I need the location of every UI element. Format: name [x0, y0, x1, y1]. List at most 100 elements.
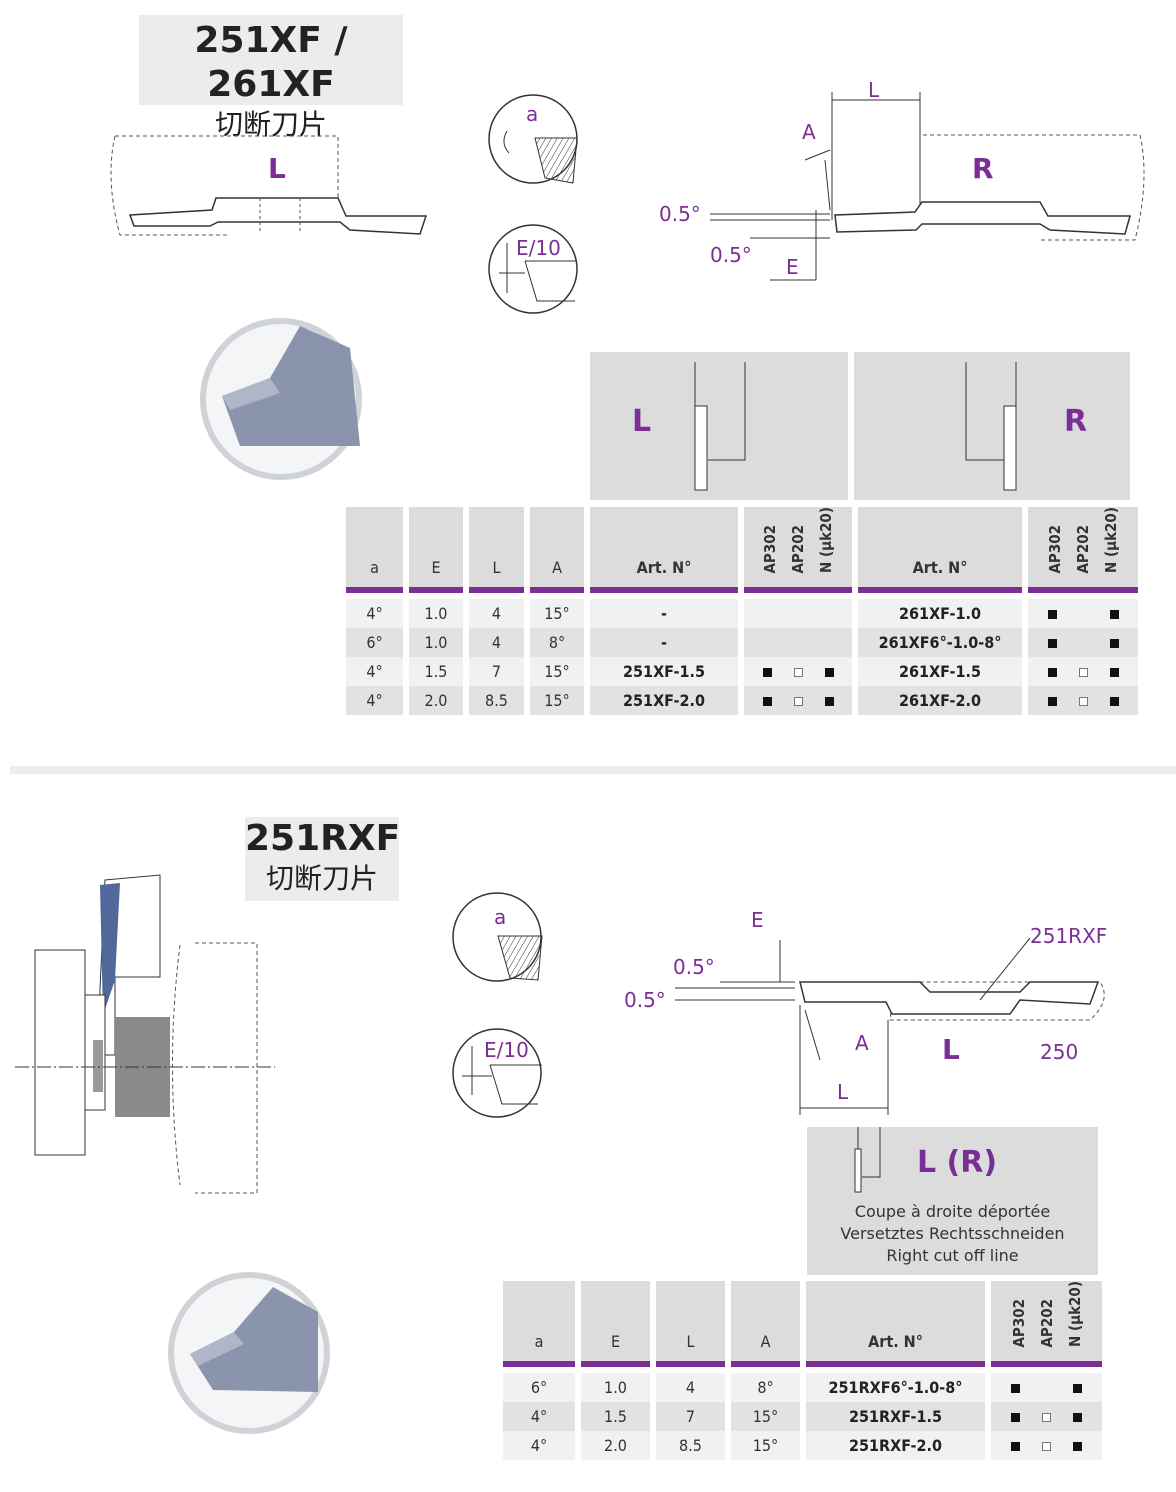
col-art: Art. N° — [806, 1281, 985, 1368]
cell-L: 4 — [656, 1373, 725, 1403]
cell-art-right: 261XF-1.0 — [858, 599, 1022, 629]
L-hand-label-2: L — [942, 1033, 960, 1066]
cell-L: 7 — [656, 1402, 725, 1432]
cell-a: 4° — [503, 1431, 575, 1461]
filled-square-icon — [1047, 639, 1057, 649]
col-E: E — [409, 507, 463, 594]
section1-title: 251XF / 261XF — [194, 20, 348, 105]
col-grades-l: AP302 AP202 N (µk20) — [744, 507, 852, 594]
col-a: a — [346, 507, 403, 594]
a-label-2: a — [494, 905, 507, 929]
E-dimension-label: E — [786, 255, 799, 279]
open-square-icon — [1042, 1442, 1051, 1452]
filled-square-icon — [1073, 1442, 1082, 1452]
filled-square-icon — [824, 697, 834, 707]
L-dimension-label-2: L — [837, 1080, 849, 1104]
cell-art-left: 251XF-1.5 — [590, 657, 738, 687]
open-square-icon — [1078, 697, 1088, 707]
cell-E: 1.0 — [409, 628, 463, 658]
right-hand-header: R — [854, 352, 1130, 500]
grade-n: N (µk20) — [817, 507, 835, 574]
filled-square-icon — [762, 668, 772, 678]
filled-square-icon — [1011, 1413, 1020, 1423]
section1-title-box: 251XF / 261XF 切断刀片 — [139, 15, 403, 141]
cell-E: 1.0 — [581, 1373, 650, 1403]
e10-label-2: E/10 — [484, 1038, 529, 1062]
grade-marks — [1028, 686, 1138, 716]
desc-en: Right cut off line — [886, 1246, 1019, 1265]
filled-square-icon — [1011, 1384, 1020, 1394]
part-label: 251RXF — [1030, 924, 1108, 948]
filled-square-icon — [1109, 697, 1119, 707]
open-square-icon — [1042, 1413, 1051, 1423]
col-art-l: Art. N° — [590, 507, 738, 594]
rxf-insert-drawing — [675, 937, 1105, 1115]
filled-square-icon — [1047, 610, 1057, 620]
grade-marks — [744, 657, 852, 687]
cell-E: 2.0 — [581, 1431, 650, 1461]
open-square-icon — [793, 668, 803, 678]
left-hand-header: L — [590, 352, 848, 500]
left-hand-insert-drawing — [110, 135, 428, 236]
cell-art-right: 261XF-2.0 — [858, 686, 1022, 716]
grade-marks — [744, 599, 852, 629]
right-tool-icon — [965, 362, 1017, 491]
length-label: 250 — [1040, 1040, 1079, 1064]
section2-title: 251RXF — [245, 818, 401, 859]
left-hand-label: L — [268, 152, 286, 185]
col-A: A — [731, 1281, 800, 1368]
cell-a: 6° — [346, 628, 403, 658]
section2-subtitle: 切断刀片 — [265, 862, 378, 895]
grade-n: N (µk20) — [1102, 507, 1120, 574]
filled-square-icon — [1073, 1413, 1082, 1423]
filled-square-icon — [1109, 668, 1119, 678]
angle-label-2: 0.5° — [710, 243, 752, 267]
lr-tool-icon — [854, 1127, 881, 1193]
col-L: L — [656, 1281, 725, 1368]
cell-E: 1.0 — [409, 599, 463, 629]
cell-art-right: 261XF-1.5 — [858, 657, 1022, 687]
cell-A: 15° — [530, 686, 584, 716]
lr-header: L (R) Coupe à droite déportée Versetztes… — [807, 1127, 1098, 1275]
lr-header-label: L (R) — [917, 1145, 998, 1180]
E-dimension-label-2: E — [751, 908, 764, 932]
angle-label-3: 0.5° — [673, 955, 715, 979]
cell-E: 1.5 — [409, 657, 463, 687]
cell-art-left: - — [590, 628, 738, 658]
lr-description: Coupe à droite déportée Versetztes Recht… — [807, 1201, 1098, 1267]
header-L-label: L — [632, 404, 652, 439]
grade-ap302: AP302 — [761, 524, 779, 574]
desc-fr: Coupe à droite déportée — [854, 1202, 1051, 1221]
grade-marks — [1028, 599, 1138, 629]
filled-square-icon — [1047, 668, 1057, 678]
cell-L: 4 — [469, 628, 524, 658]
A-angle-label: A — [802, 120, 816, 144]
right-hand-insert-drawing — [710, 92, 1145, 281]
cell-L: 8.5 — [656, 1431, 725, 1461]
angle-detail-circles-2 — [452, 892, 543, 1118]
left-tool-icon — [694, 362, 746, 491]
cell-L: 8.5 — [469, 686, 524, 716]
filled-square-icon — [1109, 639, 1119, 649]
desc-de: Versetztes Rechtsschneiden — [840, 1224, 1065, 1243]
grade-marks — [744, 686, 852, 716]
filled-square-icon — [824, 668, 834, 678]
open-square-icon — [793, 697, 803, 707]
grade-marks — [744, 628, 852, 658]
cell-a: 6° — [503, 1373, 575, 1403]
a-label-1: a — [526, 102, 539, 126]
cell-A: 8° — [731, 1373, 800, 1403]
cell-E: 1.5 — [581, 1402, 650, 1432]
grade-marks — [1028, 657, 1138, 687]
cell-art: 251RXF-1.5 — [806, 1402, 985, 1432]
cell-A: 15° — [530, 657, 584, 687]
cell-a: 4° — [503, 1402, 575, 1432]
A-angle-label-2: A — [855, 1031, 869, 1055]
grade-ap202: AP202 — [789, 524, 807, 574]
